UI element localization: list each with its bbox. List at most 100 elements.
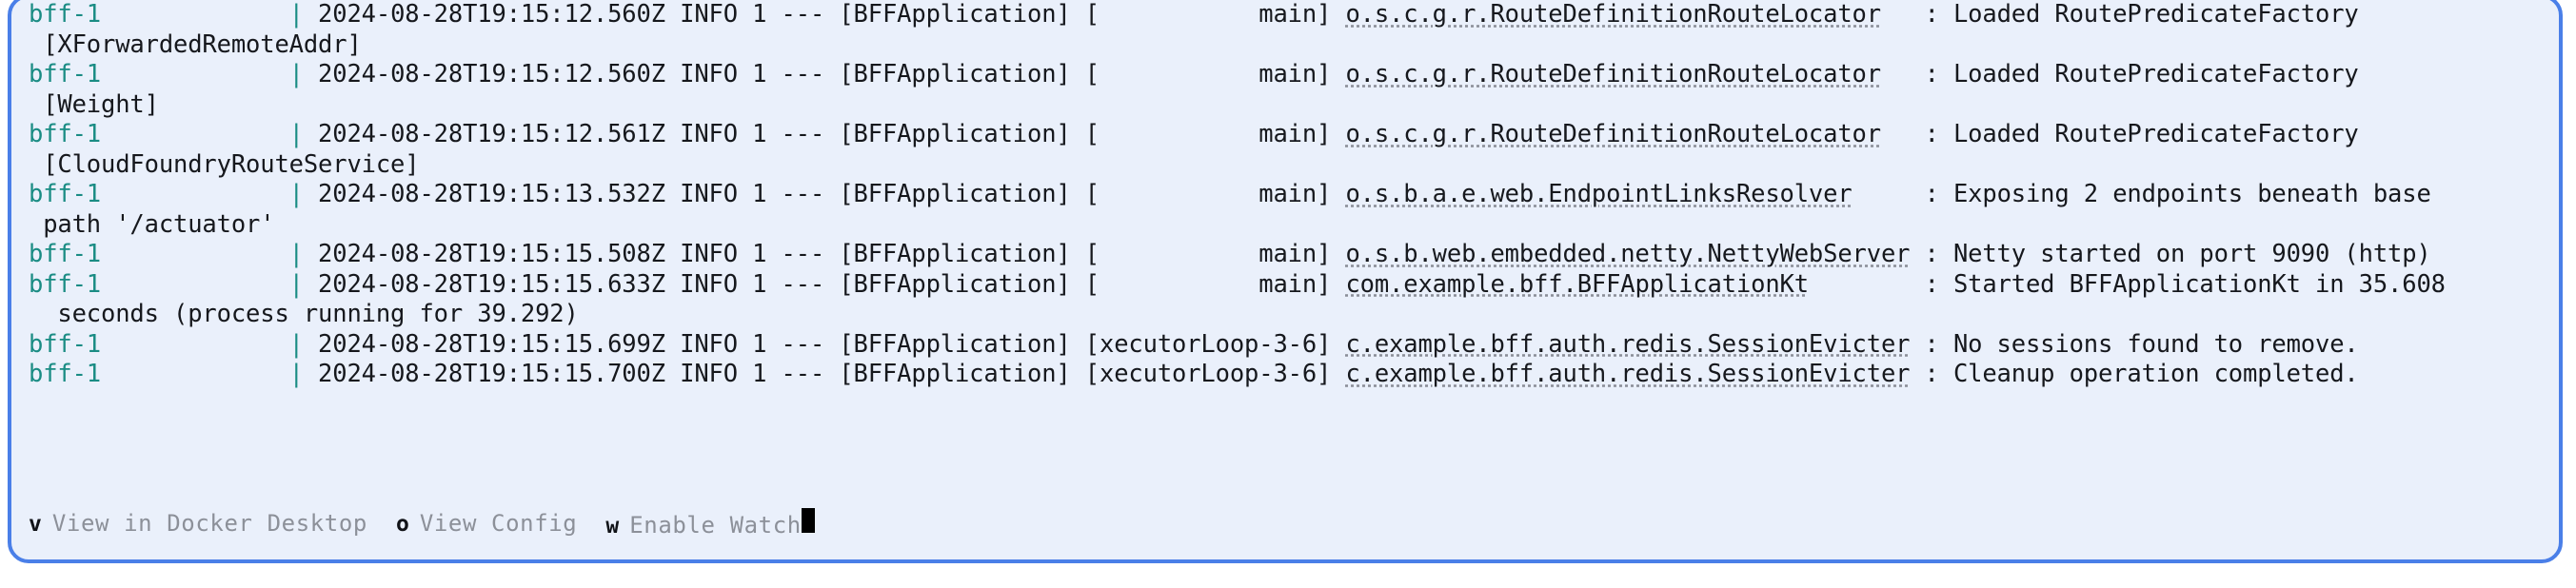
log-separator: | — [288, 60, 304, 88]
log-logger-name: o.s.c.g.r.RouteDefinitionRouteLocator — [1345, 0, 1881, 29]
log-app-name: [BFFApplication] — [839, 0, 1071, 29]
log-gap — [1881, 120, 1925, 148]
shortcut-label: Enable Watch — [629, 512, 802, 539]
log-timestamp: 2024-08-28T19:15:15.633Z — [303, 269, 681, 299]
log-pid: 1 --- — [737, 60, 840, 88]
log-service-name: bff-1 — [29, 360, 102, 388]
log-line: bff-1 | 2024-08-28T19:15:15.633Z INFO 1 … — [11, 270, 2559, 301]
log-logger-name: com.example.bff.BFFApplicationKt — [1345, 269, 1809, 299]
shortcut-label: View Config — [419, 510, 578, 537]
log-logger-name: c.example.bff.auth.redis.SessionEvicter — [1345, 329, 1911, 359]
log-line-continuation: [XForwardedRemoteAddr] — [29, 29, 362, 59]
log-message: : Cleanup operation completed. — [1924, 360, 2359, 388]
shortcut-label: View in Docker Desktop — [51, 510, 367, 537]
terminal-panel[interactable]: bff-1 | 2024-08-28T19:15:12.560Z INFO 1 … — [8, 0, 2563, 563]
log-line-continuation: seconds (process running for 39.292) — [29, 300, 579, 328]
log-app-name: [BFFApplication] — [839, 120, 1071, 148]
log-message: : Loaded RoutePredicateFactory — [1924, 60, 2359, 88]
log-line-continuation: path '/actuator' — [29, 209, 275, 239]
log-gap — [1809, 270, 1925, 299]
log-pid: 1 --- — [737, 269, 840, 299]
log-thread: [ main] — [1070, 120, 1346, 148]
log-thread: [xecutorLoop-3-6] — [1070, 360, 1346, 388]
log-output[interactable]: bff-1 | 2024-08-28T19:15:12.560Z INFO 1 … — [11, 0, 2559, 390]
log-message: : Exposing 2 endpoints beneath base — [1924, 180, 2431, 208]
log-separator: | — [288, 0, 304, 29]
log-line: bff-1 | 2024-08-28T19:15:15.508Z INFO 1 … — [11, 240, 2559, 270]
log-service-name: bff-1 — [29, 0, 102, 29]
log-message: : Loaded RoutePredicateFactory — [1924, 120, 2359, 148]
log-message: : Started BFFApplicationKt in 35.608 — [1924, 269, 2446, 299]
log-level: INFO — [680, 0, 738, 29]
log-timestamp: 2024-08-28T19:15:15.700Z — [303, 360, 681, 388]
log-service-padding — [101, 180, 289, 208]
log-thread: [xecutorLoop-3-6] — [1070, 329, 1346, 359]
log-gap — [1910, 330, 1924, 359]
log-timestamp: 2024-08-28T19:15:15.699Z — [303, 329, 681, 359]
log-logger-name: o.s.c.g.r.RouteDefinitionRouteLocator — [1345, 120, 1881, 148]
log-timestamp: 2024-08-28T19:15:15.508Z — [303, 240, 681, 268]
log-separator: | — [288, 240, 304, 268]
log-message: : No sessions found to remove. — [1924, 329, 2359, 359]
log-app-name: [BFFApplication] — [839, 360, 1071, 388]
log-service-name: bff-1 — [29, 120, 102, 148]
log-level: INFO — [680, 120, 738, 148]
log-service-padding — [101, 60, 289, 88]
log-service-padding — [101, 330, 289, 359]
log-app-name: [BFFApplication] — [839, 269, 1071, 299]
log-separator: | — [288, 329, 304, 359]
log-pid: 1 --- — [737, 120, 840, 148]
log-separator: | — [288, 120, 304, 148]
log-separator: | — [288, 269, 304, 299]
log-service-padding — [101, 360, 289, 388]
log-line-continuation: [CloudFoundryRouteService] — [29, 149, 420, 179]
log-service-name: bff-1 — [29, 269, 102, 299]
log-line: bff-1 | 2024-08-28T19:15:15.699Z INFO 1 … — [11, 330, 2559, 361]
log-app-name: [BFFApplication] — [839, 60, 1071, 88]
log-line: bff-1 | 2024-08-28T19:15:12.560Z INFO 1 … — [11, 60, 2559, 90]
log-timestamp: 2024-08-28T19:15:12.561Z — [303, 120, 681, 148]
log-timestamp: 2024-08-28T19:15:12.560Z — [303, 60, 681, 88]
log-line: bff-1 | 2024-08-28T19:15:12.560Z INFO 1 … — [11, 0, 2559, 30]
shortcut-key: o — [395, 512, 409, 537]
log-service-padding — [101, 120, 289, 148]
log-timestamp: 2024-08-28T19:15:12.560Z — [303, 0, 681, 29]
log-service-name: bff-1 — [29, 329, 102, 359]
log-line: bff-1 | 2024-08-28T19:15:13.532Z INFO 1 … — [11, 180, 2559, 210]
log-separator: | — [288, 360, 304, 388]
shortcut-view-in-docker-desktop[interactable]: v View in Docker Desktop — [29, 510, 367, 537]
log-pid: 1 --- — [737, 360, 840, 388]
log-thread: [ main] — [1070, 240, 1346, 268]
log-timestamp: 2024-08-28T19:15:13.532Z — [303, 180, 681, 208]
log-gap — [1910, 240, 1924, 268]
log-level: INFO — [680, 60, 738, 88]
log-line: bff-1 | 2024-08-28T19:15:15.700Z INFO 1 … — [11, 360, 2559, 390]
log-thread: [ main] — [1070, 180, 1346, 208]
text-cursor — [801, 508, 815, 533]
log-gap — [1881, 0, 1925, 29]
log-gap — [1853, 180, 1925, 208]
log-line: bff-1 | 2024-08-28T19:15:12.561Z INFO 1 … — [11, 120, 2559, 150]
log-thread: [ main] — [1070, 269, 1346, 299]
log-gap — [1910, 360, 1924, 388]
log-line-continuation: [Weight] — [29, 89, 159, 119]
log-message: : Loaded RoutePredicateFactory — [1924, 0, 2359, 29]
log-service-name: bff-1 — [29, 240, 102, 268]
log-gap — [1881, 60, 1925, 88]
log-thread: [ main] — [1070, 0, 1346, 29]
log-app-name: [BFFApplication] — [839, 240, 1071, 268]
log-logger-name: o.s.c.g.r.RouteDefinitionRouteLocator — [1345, 60, 1881, 88]
shortcut-view-config[interactable]: o View Config — [396, 510, 577, 537]
log-service-name: bff-1 — [29, 60, 102, 88]
log-message: : Netty started on port 9090 (http) — [1924, 240, 2431, 268]
shortcut-key: v — [29, 512, 42, 537]
log-pid: 1 --- — [737, 180, 840, 208]
log-logger-name: o.s.b.a.e.web.EndpointLinksResolver — [1345, 180, 1853, 208]
log-service-padding — [101, 270, 289, 299]
log-pid: 1 --- — [737, 0, 840, 29]
log-pid: 1 --- — [737, 240, 840, 268]
log-service-padding — [101, 0, 289, 29]
log-service-padding — [101, 240, 289, 268]
log-logger-name: o.s.b.web.embedded.netty.NettyWebServer — [1345, 240, 1911, 268]
